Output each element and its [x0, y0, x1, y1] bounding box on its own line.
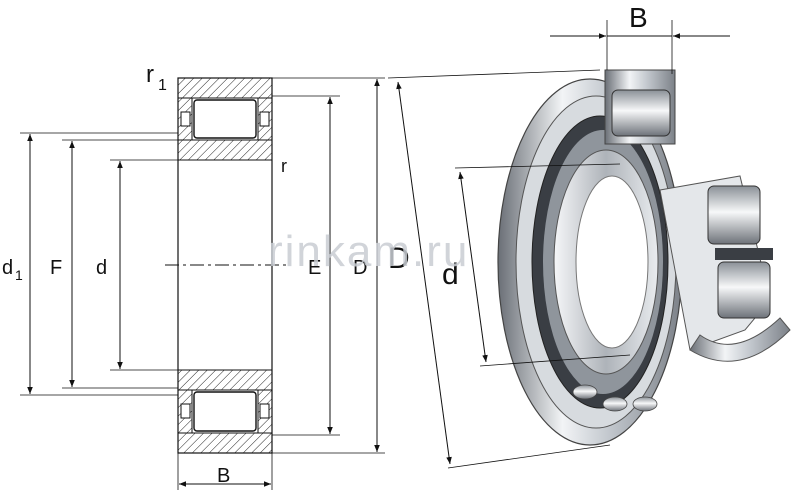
bearing-3d	[387, 20, 791, 469]
label-r1-sub: 1	[158, 77, 167, 94]
bottom-outer-ring	[177, 432, 273, 454]
dim-D-right	[396, 81, 452, 465]
bottom-inner-ring	[177, 369, 273, 391]
bottom-roller	[193, 391, 257, 432]
label-B-bottom: B	[217, 465, 230, 487]
label-D-right: D	[388, 242, 410, 275]
label-E: E	[308, 257, 321, 279]
label-D-left: D	[353, 257, 367, 279]
label-F: F	[50, 257, 62, 279]
label-d1: d	[2, 257, 13, 279]
top-inner-ring	[177, 139, 273, 161]
label-d-right: d	[442, 258, 459, 291]
top-outer-ring	[177, 77, 273, 99]
label-r1: r	[146, 61, 154, 88]
top-roller	[193, 99, 257, 139]
roller-top	[611, 89, 671, 137]
cross-section	[20, 77, 385, 490]
dim-d-right	[458, 171, 488, 363]
watermark: rinkam.ru	[268, 227, 469, 276]
label-B-top: B	[629, 2, 648, 33]
roller-right-2	[717, 261, 771, 319]
label-r: r	[281, 156, 287, 176]
label-d1-sub: 1	[15, 267, 23, 283]
roller-right-1	[707, 185, 761, 245]
label-d-left: d	[96, 257, 107, 279]
